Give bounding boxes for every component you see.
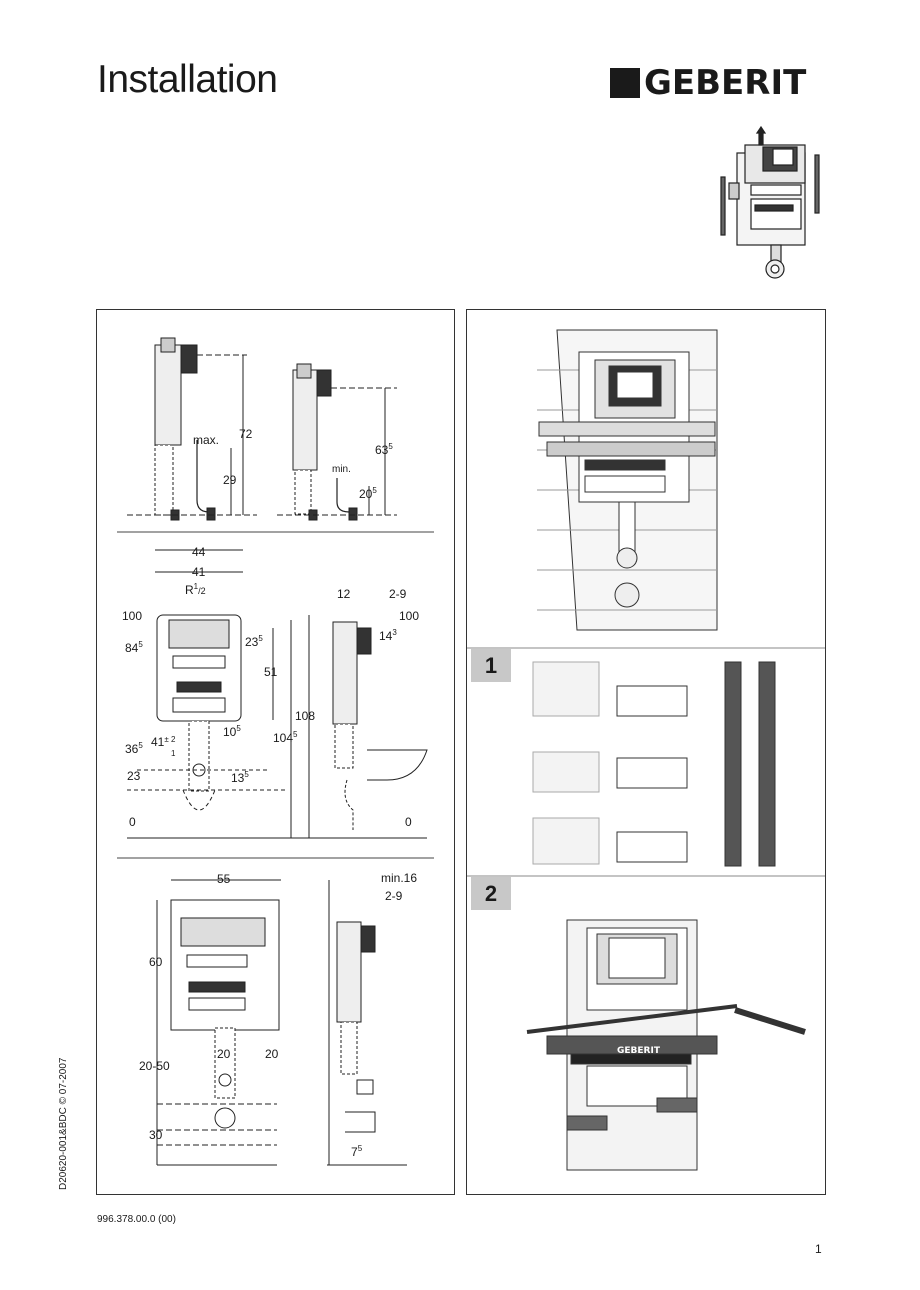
diagram-logo: GEBERIT <box>617 1046 661 1056</box>
thread-sup: 1 <box>194 582 199 591</box>
level-0-side: 0 <box>405 815 412 829</box>
dim-72: 72 <box>239 427 253 441</box>
dim-104: 104 <box>273 731 293 745</box>
logo-square-icon <box>610 68 640 98</box>
max-label: max. <box>193 433 219 447</box>
dimension-drawings-panel: max. 72 29 min. 635 205 44 41 R1/2 100 8… <box>96 309 455 1195</box>
min16-label: min.16 <box>381 871 417 885</box>
thread-sub: /2 <box>198 586 206 596</box>
installation-steps-panel: GEBERIT 1 2 <box>466 309 826 1195</box>
cistern-product-illustration <box>720 125 820 279</box>
level-100-side: 100 <box>399 609 419 623</box>
installation-illustrations: GEBERIT <box>467 329 825 1171</box>
level-36: 36 <box>125 742 139 756</box>
level-36-sup: 5 <box>138 741 143 750</box>
dim-20a: 20 <box>217 1047 231 1061</box>
dim-10: 10 <box>223 725 237 739</box>
dim-12: 12 <box>337 587 351 601</box>
dim-29: 29 <box>223 473 237 487</box>
dim-51: 51 <box>264 665 278 679</box>
dim-41b-tol: ± 2 <box>164 735 176 744</box>
dim-41b-tol2: 1 <box>171 749 176 758</box>
dim-41: 41 <box>192 565 206 579</box>
svg-text:1045: 1045 <box>273 730 298 745</box>
svg-text:143: 143 <box>379 628 397 643</box>
page-number: 1 <box>815 1242 822 1256</box>
dim-2-9-bottom: 2-9 <box>385 889 403 903</box>
dim-2-9-side: 2-9 <box>389 587 407 601</box>
side-note: D20620-001&BDC © 07-2007 <box>58 1057 69 1190</box>
min-label: min. <box>332 464 351 475</box>
dim-14-sup: 3 <box>392 628 397 637</box>
level-100: 100 <box>122 609 142 623</box>
document-number: 996.378.00.0 (00) <box>97 1214 176 1225</box>
dim-13-sup: 5 <box>244 770 249 779</box>
dim-7: 7 <box>351 1145 358 1159</box>
dim-55: 55 <box>217 872 231 886</box>
dim-20-50: 20-50 <box>139 1059 170 1073</box>
svg-text:75: 75 <box>351 1144 363 1159</box>
svg-text:845: 845 <box>125 640 143 655</box>
level-84-sup: 5 <box>138 640 143 649</box>
dim-104-sup: 5 <box>293 730 298 739</box>
dim-30: 30 <box>149 1128 163 1142</box>
dim-14: 14 <box>379 629 393 643</box>
geberit-logo: GEBERIT <box>610 63 825 103</box>
dim-7-sup: 5 <box>358 1144 363 1153</box>
dim-23: 23 <box>245 635 259 649</box>
dim-63: 63 <box>375 443 389 457</box>
svg-text:105: 105 <box>223 724 241 739</box>
dim-13: 13 <box>231 771 245 785</box>
svg-text:R1/2: R1/2 <box>185 582 206 597</box>
dim-60: 60 <box>149 955 163 969</box>
page-title: Installation <box>97 58 278 101</box>
dim-20: 20 <box>359 487 373 501</box>
dim-20-sup: 5 <box>372 486 377 495</box>
svg-text:235: 235 <box>245 634 263 649</box>
dim-10-sup: 5 <box>236 724 241 733</box>
svg-text:135: 135 <box>231 770 249 785</box>
dim-41b: 41 <box>151 735 165 749</box>
svg-text:205: 205 <box>359 486 377 501</box>
thread-label: R <box>185 583 194 597</box>
logo-text: GEBERIT <box>644 63 807 103</box>
dim-44: 44 <box>192 545 206 559</box>
step-1-badge: 1 <box>471 649 511 682</box>
level-23: 23 <box>127 769 141 783</box>
level-0-front: 0 <box>129 815 136 829</box>
svg-text:365: 365 <box>125 741 143 756</box>
dim-20b: 20 <box>265 1047 279 1061</box>
dim-23-sup: 5 <box>258 634 263 643</box>
dim-63-sup: 5 <box>388 442 393 451</box>
svg-text:41± 2: 41± 2 <box>151 735 176 749</box>
level-84: 84 <box>125 641 139 655</box>
dimension-drawings: max. 72 29 min. 635 205 44 41 R1/2 100 8… <box>117 337 434 1166</box>
step-2-badge: 2 <box>471 877 511 910</box>
dim-108: 108 <box>295 709 315 723</box>
svg-text:635: 635 <box>375 442 393 457</box>
